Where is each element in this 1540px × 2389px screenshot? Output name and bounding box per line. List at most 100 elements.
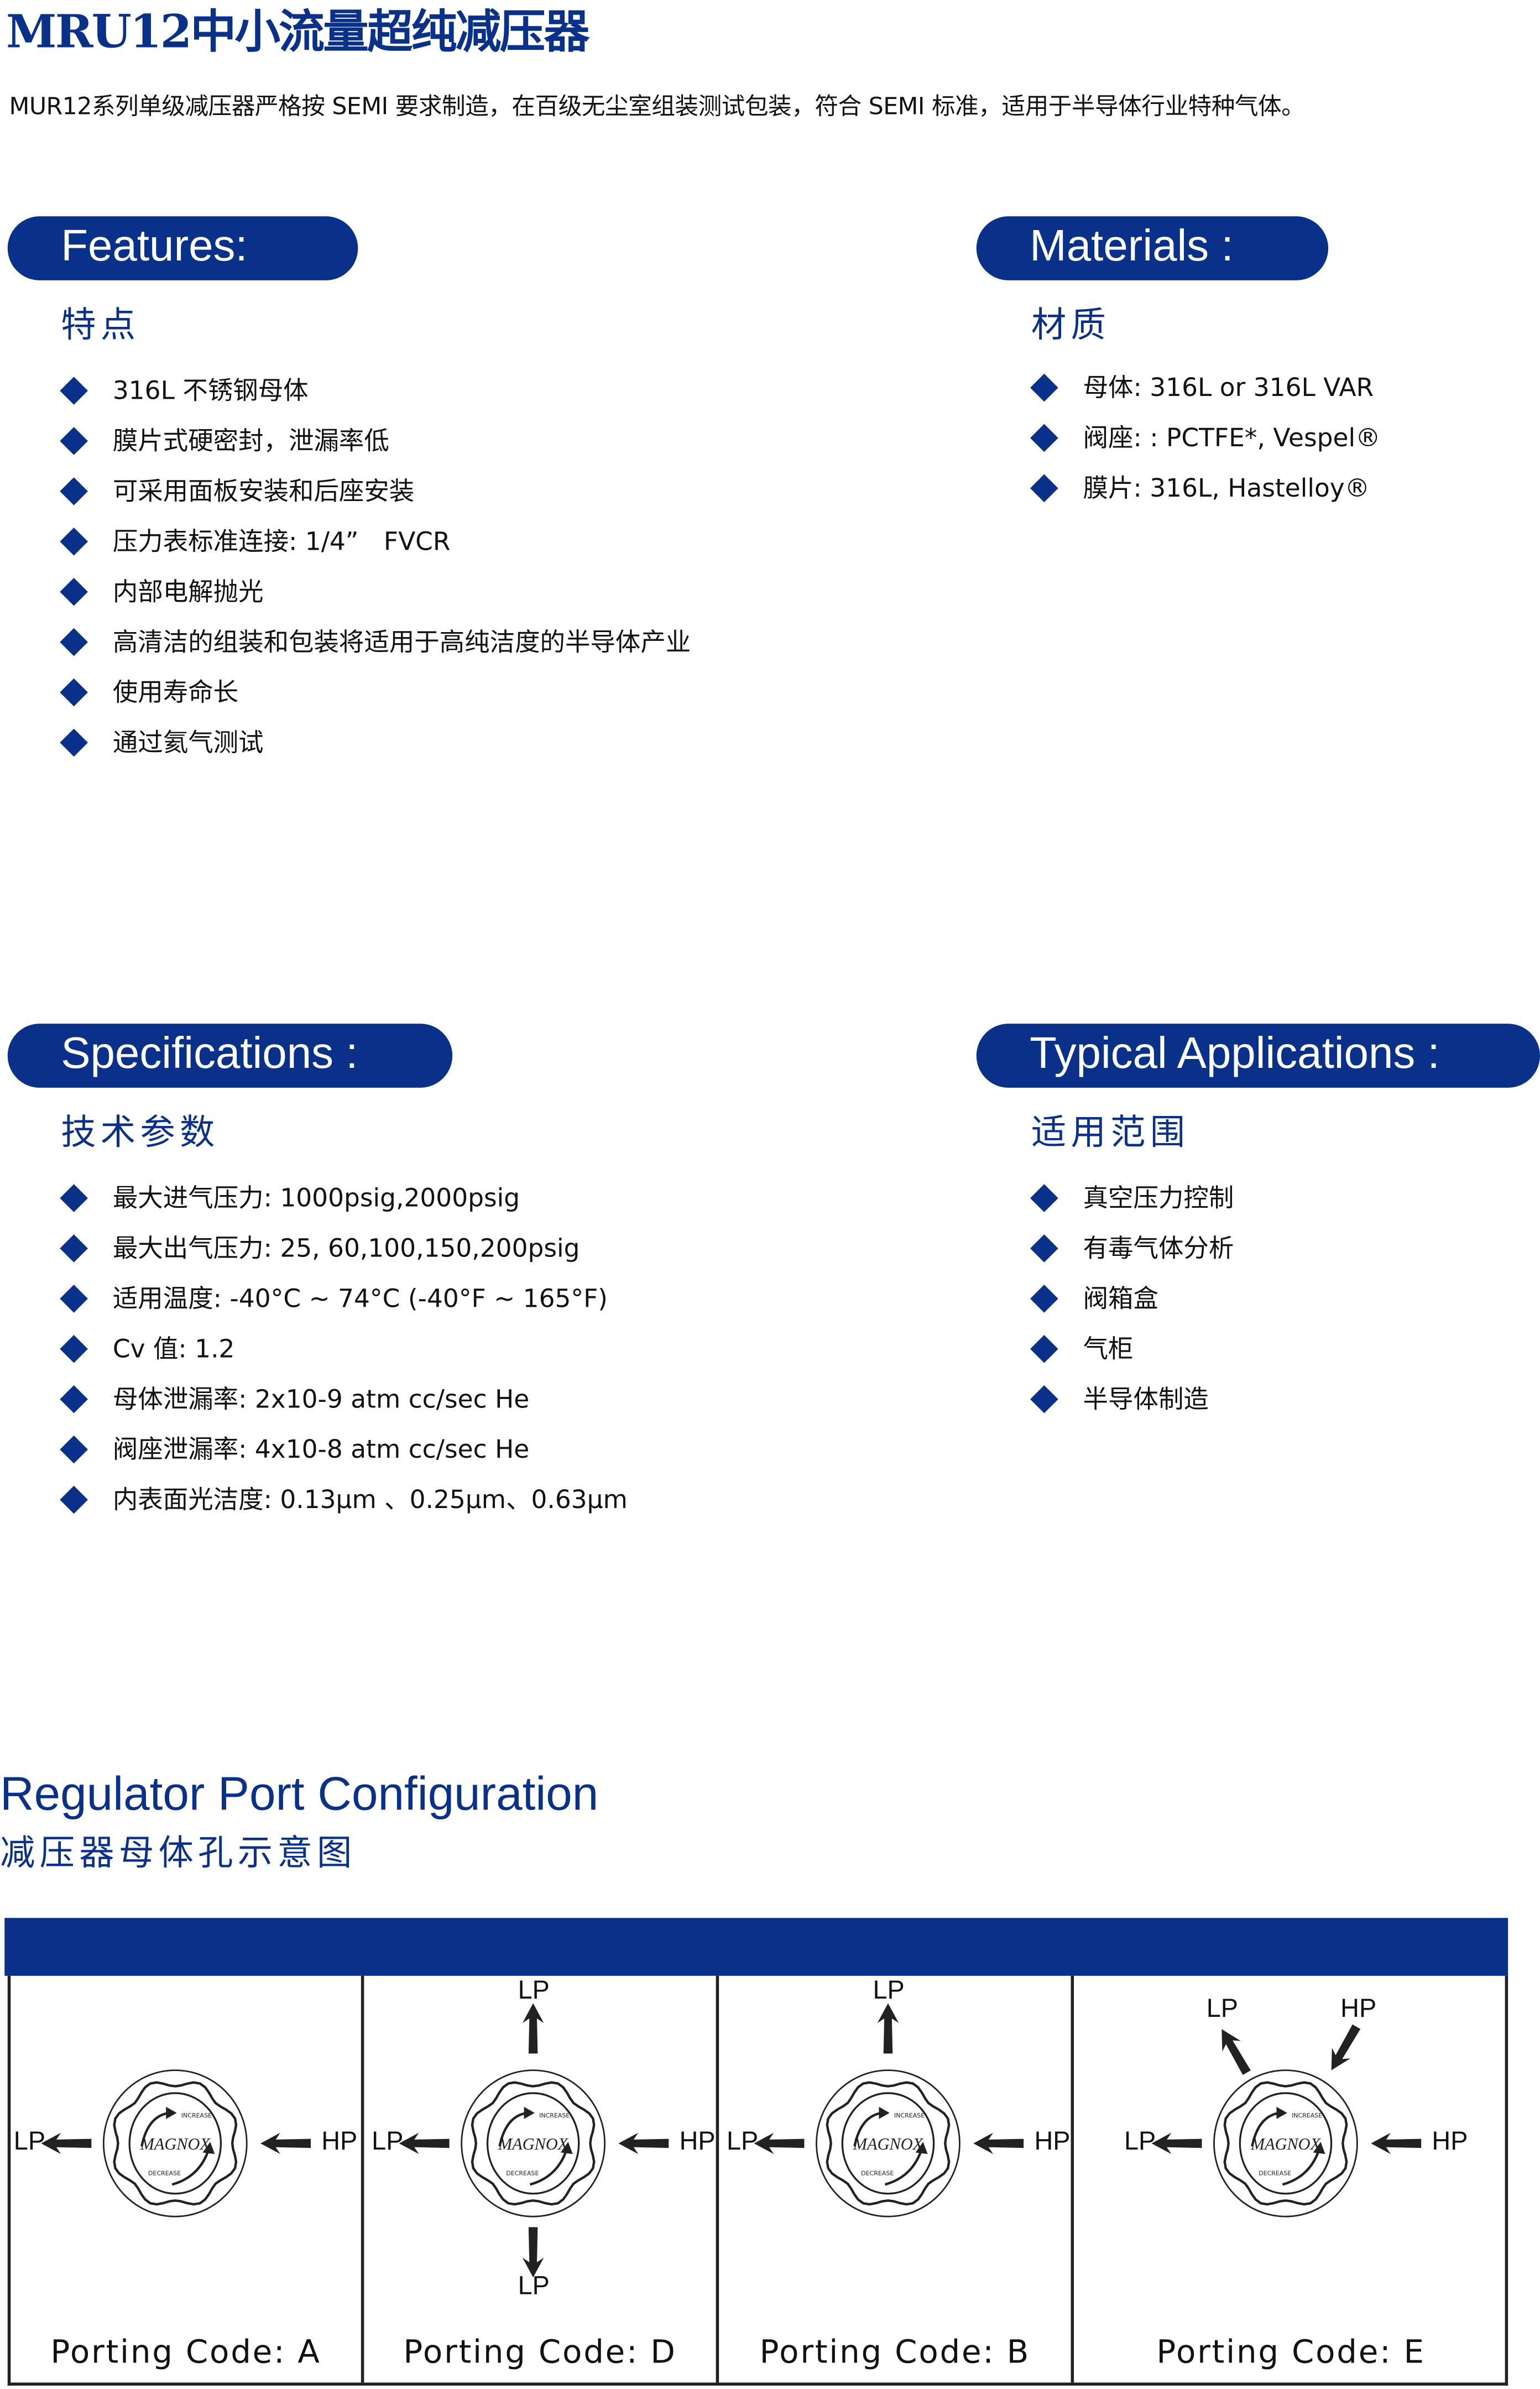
- diamond-bullet-icon: [60, 577, 88, 606]
- specifications-item: Cv 值: 1.2: [60, 1333, 628, 1383]
- specifications-subtitle: 技术参数: [61, 1113, 220, 1154]
- diamond-bullet-icon: [60, 728, 88, 757]
- materials-heading: Materials :: [976, 216, 1329, 280]
- features-heading: Features:: [7, 216, 358, 280]
- page-title: MRU12中小流量超纯减压器: [6, 6, 589, 60]
- features-item: 压力表标准连接: 1/4” FVCR: [60, 525, 691, 576]
- features-item: 通过氦气测试: [60, 727, 691, 777]
- knob-brand: MAGNOX: [498, 2135, 569, 2153]
- item-text: 阀座泄漏率: 4x10-8 atm cc/sec He: [112, 1435, 530, 1464]
- diamond-bullet-icon: [1030, 1234, 1058, 1263]
- features-item: 使用寿命长: [60, 676, 691, 727]
- lp-label: LP: [1124, 2126, 1156, 2156]
- specifications-item: 阀座泄漏率: 4x10-8 atm cc/sec He: [60, 1433, 628, 1484]
- knob-brand: MAGNOX: [853, 2135, 924, 2153]
- port-config-subtitle: 减压器母体孔示意图: [0, 1834, 357, 1874]
- item-text: 316L 不锈钢母体: [112, 376, 309, 405]
- lp-label: LP: [372, 2126, 404, 2156]
- knob-increase: INCREASE: [539, 2112, 570, 2119]
- item-text: 膜片: 316L, Hastelloy®: [1083, 473, 1370, 503]
- lp-arrow-left-icon: [41, 2132, 92, 2155]
- lp-arrow-left-icon: [1151, 2132, 1202, 2155]
- knob-decrease: DECREASE: [861, 2170, 894, 2177]
- diamond-bullet-icon: [60, 628, 88, 656]
- item-text: 气柜: [1083, 1334, 1134, 1364]
- hp-arrow-diagonal-icon: [1331, 2024, 1361, 2070]
- features-list: 316L 不锈钢母体膜片式硬密封，泄漏率低可采用面板安装和后座安装压力表标准连接…: [60, 375, 691, 777]
- hp-label: HP: [679, 2126, 716, 2156]
- product-description: MUR12系列单级减压器严格按 SEMI 要求制造，在百级无尘室组装测试包装，符…: [9, 93, 1305, 121]
- diamond-bullet-icon: [60, 1485, 88, 1514]
- lp-arrow-down-icon: [522, 2227, 544, 2278]
- item-text: 高清洁的组装和包装将适用于高纯洁度的半导体产业: [112, 627, 691, 657]
- features-item: 可采用面板安装和后座安装: [60, 475, 691, 525]
- item-text: 母体泄漏率: 2x10-9 atm cc/sec He: [112, 1385, 530, 1414]
- item-text: 阀箱盒: [1083, 1284, 1158, 1313]
- item-text: 可采用面板安装和后座安装: [112, 477, 415, 506]
- lp-top-label: LP: [518, 1975, 550, 2005]
- knob-brand: MAGNOX: [140, 2135, 211, 2153]
- applications-list: 真空压力控制有毒气体分析阀箱盒气柜半导体制造: [1030, 1182, 1234, 1434]
- regulator-knob-icon: MAGNOX INCREASE DECREASE: [1213, 2069, 1358, 2218]
- specifications-item: 最大进气压力: 1000psig,2000psig: [60, 1182, 628, 1233]
- applications-subtitle: 适用范围: [1031, 1113, 1190, 1154]
- item-text: 真空压力控制: [1083, 1183, 1234, 1213]
- lp-arrow-up-icon: [522, 2003, 544, 2054]
- diamond-bullet-icon: [60, 1435, 88, 1464]
- applications-item: 阀箱盒: [1030, 1282, 1234, 1333]
- hp-arrow-in-icon: [260, 2132, 311, 2155]
- item-text: 半导体制造: [1083, 1385, 1209, 1414]
- item-text: 最大出气压力: 25, 60,100,150,200psig: [112, 1234, 580, 1263]
- hp-top-label: HP: [1340, 1994, 1377, 2023]
- diamond-bullet-icon: [60, 1334, 88, 1363]
- lp-arrow-left-icon: [754, 2132, 805, 2155]
- materials-item: 阀座: : PCTFE*, Vespel®: [1030, 422, 1381, 472]
- lp-arrow-up-icon: [877, 2003, 899, 2054]
- regulator-knob-icon: MAGNOX INCREASE DECREASE: [461, 2069, 605, 2218]
- specifications-item: 最大出气压力: 25, 60,100,150,200psig: [60, 1233, 628, 1283]
- hp-label: HP: [1034, 2126, 1071, 2156]
- diamond-bullet-icon: [1030, 1334, 1058, 1363]
- knob-decrease: DECREASE: [148, 2170, 181, 2177]
- lp-arrow-diagonal-icon: [1221, 2029, 1251, 2075]
- item-text: 内表面光洁度: 0.13μm 、0.25μm、0.63μm: [112, 1485, 628, 1515]
- diamond-bullet-icon: [60, 1184, 88, 1212]
- knob-decrease: DECREASE: [506, 2170, 539, 2177]
- diamond-bullet-icon: [1030, 474, 1058, 503]
- diamond-bullet-icon: [60, 1385, 88, 1413]
- hp-arrow-in-icon: [1371, 2132, 1422, 2155]
- applications-item: 半导体制造: [1030, 1383, 1234, 1433]
- features-item: 膜片式硬密封，泄漏率低: [60, 425, 691, 476]
- diamond-bullet-icon: [60, 477, 88, 505]
- item-text: 最大进气压力: 1000psig,2000psig: [112, 1183, 520, 1213]
- lp-label: LP: [726, 2126, 759, 2156]
- features-subtitle: 特点: [61, 306, 140, 346]
- item-text: 膜片式硬密封，泄漏率低: [112, 426, 389, 456]
- porting-code-label: Porting Code: B: [759, 2334, 1031, 2371]
- diamond-bullet-icon: [1030, 424, 1058, 452]
- porting-code-label: Porting Code: A: [50, 2334, 321, 2371]
- diamond-bullet-icon: [60, 1285, 88, 1313]
- hp-arrow-in-icon: [973, 2132, 1024, 2155]
- diamond-bullet-icon: [60, 1234, 88, 1263]
- lp-top-label: LP: [873, 1975, 905, 2005]
- materials-subtitle: 材质: [1031, 306, 1111, 346]
- features-item: 316L 不锈钢母体: [60, 375, 691, 425]
- knob-increase: INCREASE: [894, 2112, 925, 2119]
- specifications-list: 最大进气压力: 1000psig,2000psig 最大出气压力: 25, 60,…: [60, 1182, 628, 1534]
- knob-decrease: DECREASE: [1259, 2170, 1291, 2177]
- specifications-heading: Specifications :: [7, 1024, 453, 1088]
- lp-label: LP: [13, 2126, 46, 2156]
- porting-cell: MAGNOX INCREASE DECREASE LP HP LP Porting C…: [719, 1975, 1074, 2383]
- diamond-bullet-icon: [1030, 373, 1058, 402]
- item-text: 内部电解抛光: [112, 577, 264, 607]
- regulator-knob-icon: MAGNOX INCREASE DECREASE: [816, 2069, 960, 2218]
- hp-label: HP: [1432, 2126, 1468, 2156]
- porting-code-label: Porting Code: E: [1156, 2334, 1426, 2371]
- applications-item: 气柜: [1030, 1333, 1234, 1383]
